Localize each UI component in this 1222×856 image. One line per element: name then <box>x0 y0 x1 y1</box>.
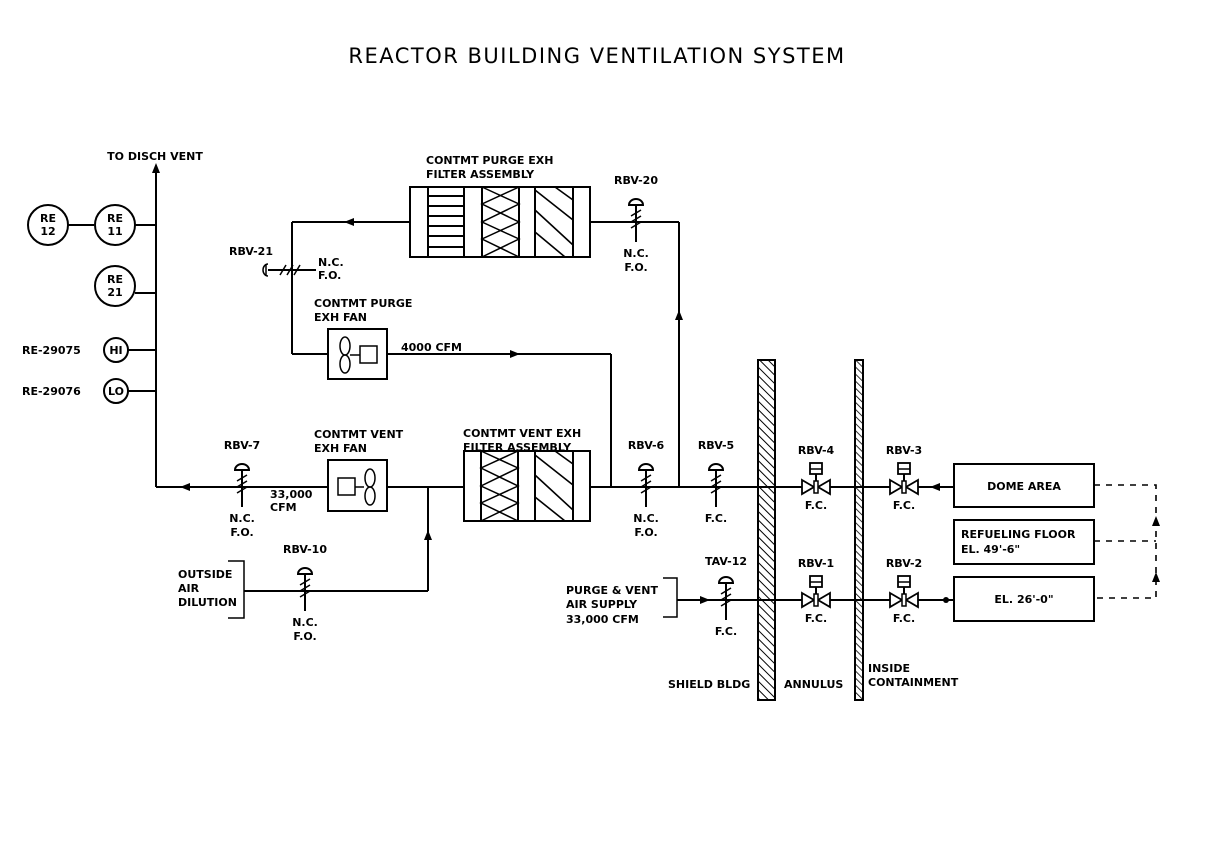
svg-text:RBV-4: RBV-4 <box>798 444 835 457</box>
valve-tav12[interactable]: TAV-12 F.C. <box>705 555 747 638</box>
zone-inside-label: INSIDE <box>868 662 910 675</box>
discharge-stack: TO DISCH VENT <box>107 150 203 487</box>
svg-text:33,000 CFM: 33,000 CFM <box>566 613 639 626</box>
svg-text:RBV-7: RBV-7 <box>224 439 260 452</box>
svg-text:RE: RE <box>107 212 123 225</box>
svg-text:F.C.: F.C. <box>893 499 915 512</box>
dashed-air-return <box>1094 484 1160 599</box>
vent-exhaust-fan: CONTMT VENT EXH FAN 33,000 CFM <box>270 428 404 514</box>
monitor-hi <box>103 337 129 363</box>
svg-text:F.C.: F.C. <box>805 612 827 625</box>
svg-text:EXH FAN: EXH FAN <box>314 442 367 455</box>
svg-text:F.O.: F.O. <box>634 526 657 539</box>
purge-vent-air-supply: PURGE & VENT AIR SUPPLY 33,000 CFM <box>566 577 678 626</box>
monitor-lo-tag: RE-29076 <box>22 385 81 398</box>
valve-rbv2[interactable]: RBV-2 F.C. <box>886 557 922 625</box>
area-dome: DOME AREA <box>953 463 1095 508</box>
svg-text:N.C.: N.C. <box>229 512 255 525</box>
purge-loop <box>291 218 683 487</box>
valve-rbv6[interactable]: RBV-6 N.C. F.O. <box>628 439 665 539</box>
monitor-re11 <box>94 204 136 246</box>
svg-text:PURGE & VENT: PURGE & VENT <box>566 584 658 597</box>
svg-text:33,000: 33,000 <box>270 488 313 501</box>
svg-text:RBV-21: RBV-21 <box>229 245 273 258</box>
svg-text:RBV-10: RBV-10 <box>283 543 327 556</box>
zone-shield-label: SHIELD BLDG <box>668 678 750 691</box>
svg-text:DOME AREA: DOME AREA <box>987 480 1061 493</box>
purge-filter-assembly: CONTMT PURGE EXH FILTER ASSEMBLY <box>409 154 591 258</box>
svg-text:AIR SUPPLY: AIR SUPPLY <box>566 598 638 611</box>
svg-text:RBV-5: RBV-5 <box>698 439 734 452</box>
svg-text:CONTMT VENT: CONTMT VENT <box>314 428 404 441</box>
svg-text:F.O.: F.O. <box>624 261 647 274</box>
monitor-re12 <box>27 204 69 246</box>
svg-text:21: 21 <box>107 286 122 299</box>
monitor-re21 <box>94 265 136 307</box>
zone-annulus-label: ANNULUS <box>784 678 843 691</box>
svg-text:F.O.: F.O. <box>318 269 341 282</box>
svg-text:EXH FAN: EXH FAN <box>314 311 367 324</box>
monitor-lo <box>103 378 129 404</box>
shield-building-wall <box>757 359 776 701</box>
svg-text:N.C.: N.C. <box>318 256 344 269</box>
diagram-title: REACTOR BUILDING VENTILATION SYSTEM <box>348 44 845 68</box>
svg-text:REFUELING FLOOR: REFUELING FLOOR <box>961 528 1076 541</box>
svg-text:RBV-6: RBV-6 <box>628 439 665 452</box>
valve-rbv7[interactable]: RBV-7 N.C. F.O. <box>224 439 260 539</box>
valve-rbv4[interactable]: RBV-4 F.C. <box>798 444 835 512</box>
svg-text:4000 CFM: 4000 CFM <box>401 341 462 354</box>
purge-exhaust-fan: CONTMT PURGE EXH FAN 4000 CFM <box>314 297 462 380</box>
svg-text:F.O.: F.O. <box>293 630 316 643</box>
svg-text:N.C.: N.C. <box>623 247 649 260</box>
svg-text:CONTMT PURGE: CONTMT PURGE <box>314 297 412 310</box>
svg-text:11: 11 <box>107 225 122 238</box>
svg-text:TAV-12: TAV-12 <box>705 555 747 568</box>
outside-air-dilution: OUTSIDE AIR DILUTION <box>178 560 245 619</box>
valve-rbv21[interactable]: RBV-21 N.C. F.O. <box>229 245 344 282</box>
area-el-26: EL. 26'-0" <box>953 576 1095 622</box>
svg-text:RBV-3: RBV-3 <box>886 444 922 457</box>
svg-text:CFM: CFM <box>270 501 297 514</box>
svg-text:12: 12 <box>40 225 55 238</box>
svg-text:F.C.: F.C. <box>805 499 827 512</box>
svg-text:F.O.: F.O. <box>230 526 253 539</box>
svg-text:N.C.: N.C. <box>633 512 659 525</box>
valve-rbv20[interactable]: RBV-20 N.C. F.O. <box>614 174 658 274</box>
monitor-hi-tag: RE-29075 <box>22 344 81 357</box>
svg-text:EL. 26'-0": EL. 26'-0" <box>994 593 1053 606</box>
svg-text:LO: LO <box>108 385 124 398</box>
svg-text:CONTMT VENT EXH: CONTMT VENT EXH <box>463 427 581 440</box>
valve-rbv5[interactable]: RBV-5 F.C. <box>698 439 734 525</box>
containment-wall <box>854 359 864 701</box>
vent-filter-assembly: CONTMT VENT EXH FILTER ASSEMBLY <box>463 427 591 522</box>
arrow-up-icon <box>152 163 160 173</box>
svg-text:N.C.: N.C. <box>292 616 318 629</box>
svg-text:F.C.: F.C. <box>715 625 737 638</box>
svg-text:AIR: AIR <box>178 582 200 595</box>
valve-rbv10[interactable]: RBV-10 N.C. F.O. <box>283 543 327 643</box>
svg-text:OUTSIDE: OUTSIDE <box>178 568 232 581</box>
svg-text:F.C.: F.C. <box>705 512 727 525</box>
svg-text:FILTER ASSEMBLY: FILTER ASSEMBLY <box>426 168 535 181</box>
svg-text:DILUTION: DILUTION <box>178 596 237 609</box>
svg-text:RBV-2: RBV-2 <box>886 557 922 570</box>
valve-rbv1[interactable]: RBV-1 F.C. <box>798 557 834 625</box>
svg-text:HI: HI <box>109 344 122 357</box>
svg-text:F.C.: F.C. <box>893 612 915 625</box>
area-refueling-floor: REFUELING FLOOR EL. 49'-6" <box>953 519 1095 565</box>
svg-text:CONTMT PURGE EXH: CONTMT PURGE EXH <box>426 154 553 167</box>
svg-text:RBV-1: RBV-1 <box>798 557 834 570</box>
discharge-label: TO DISCH VENT <box>107 150 203 163</box>
svg-text:RBV-20: RBV-20 <box>614 174 658 187</box>
svg-text:RE: RE <box>40 212 56 225</box>
valve-rbv3[interactable]: RBV-3 F.C. <box>886 444 922 512</box>
zone-inside-label-2: CONTAINMENT <box>868 676 959 689</box>
svg-text:RE: RE <box>107 273 123 286</box>
svg-text:EL. 49'-6": EL. 49'-6" <box>961 543 1020 556</box>
radiation-monitors: RE 12 RE 11 RE 21 HI RE-29075 LO RE-2907… <box>22 204 156 404</box>
